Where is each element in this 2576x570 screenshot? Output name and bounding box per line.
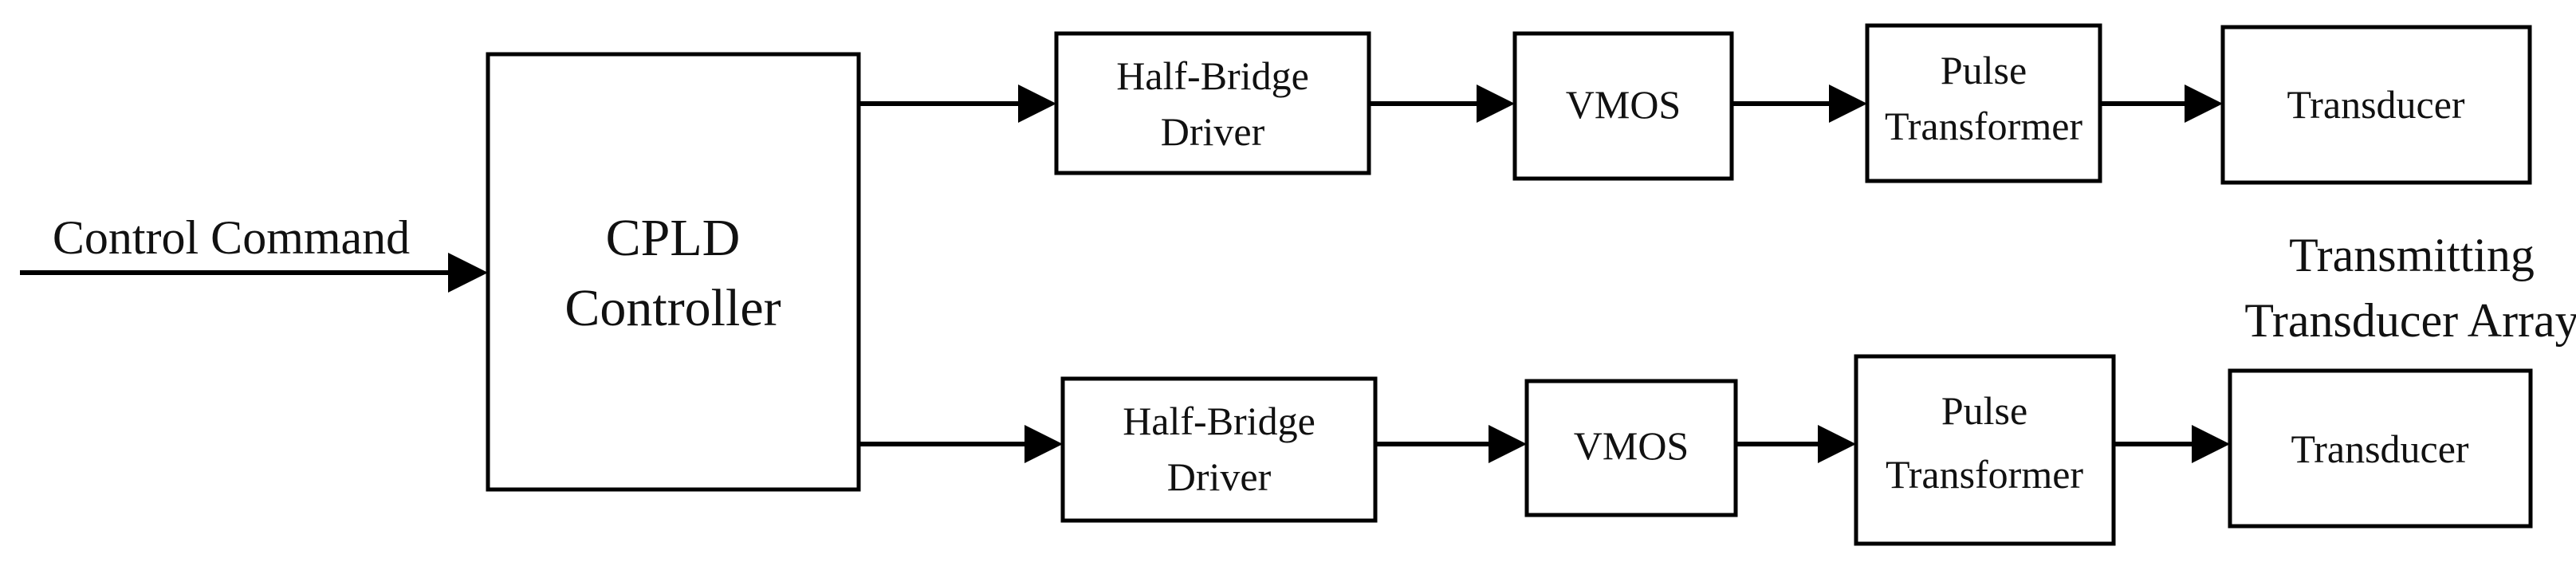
array-label-line2: Transducer Array [2244, 294, 2576, 347]
ch2-vmos-block: VMOS [1524, 379, 1738, 517]
array-label-line1: Transmitting [2289, 229, 2535, 281]
ch1-driver-arrowhead [1018, 85, 1056, 123]
ch2-transformer-label-line1: Pulse [1941, 388, 2027, 433]
ch2-driver-label-line2: Driver [1167, 454, 1272, 499]
ch1-half-bridge-driver-block: Half-Bridge Driver [1054, 31, 1371, 175]
ch2-driver-arrowhead [1025, 425, 1063, 463]
ch2-pulse-transformer-block: Pulse Transformer [1854, 354, 2116, 546]
ch1-vmos-block: VMOS [1512, 31, 1734, 181]
input-arrowhead [448, 253, 488, 293]
controller-label-line2: Controller [564, 279, 781, 337]
cpld-controller-block: CPLD Controller [486, 52, 861, 492]
ch1-driver-label-line1: Half-Bridge [1116, 53, 1309, 98]
input-label: Control Command [53, 211, 410, 264]
ch1-pulse-transformer-block: Pulse Transformer [1865, 23, 2102, 183]
ch2-transducer-block: Transducer [2228, 368, 2533, 529]
ch2-half-bridge-driver-block: Half-Bridge Driver [1060, 376, 1378, 523]
ch2-transformer-arrowhead [1818, 425, 1856, 463]
ch1-driver-label-line2: Driver [1161, 109, 1265, 154]
ch1-transducer-block: Transducer [2220, 25, 2532, 185]
ch1-transformer-label-line1: Pulse [1941, 48, 2027, 92]
ch2-transducer-label: Transducer [2291, 427, 2468, 471]
ch2-driver-label-line1: Half-Bridge [1123, 399, 1316, 443]
ch2-transducer-arrowhead [2192, 425, 2230, 463]
ch1-transducer-label: Transducer [2287, 82, 2464, 127]
ch1-transducer-arrowhead [2185, 85, 2223, 123]
ch2-transformer-label-line2: Transformer [1886, 452, 2083, 497]
ch2-vmos-arrowhead [1489, 425, 1527, 463]
controller-label-line1: CPLD [606, 209, 741, 267]
ch2-vmos-label: VMOS [1574, 423, 1689, 468]
ch1-vmos-arrowhead [1477, 85, 1515, 123]
ch1-vmos-label: VMOS [1566, 82, 1681, 127]
ch1-transformer-arrowhead [1829, 85, 1867, 123]
ch1-transformer-label-line2: Transformer [1885, 104, 2082, 148]
